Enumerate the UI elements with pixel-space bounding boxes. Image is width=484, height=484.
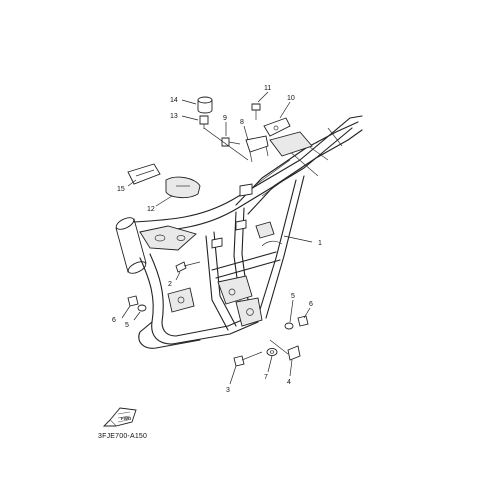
part-14-cap [197,96,213,114]
diagram-code: 3FJE700-A150 [98,433,148,440]
callout-1: 1 [318,240,322,247]
part-11-bolt [251,103,261,120]
callout-13: 13 [170,113,178,120]
part-15-cover [127,163,161,185]
callout-6-right: 6 [309,301,313,308]
callout-2: 2 [168,281,172,288]
leader-lines [121,91,313,385]
part-5-washer-right [284,322,294,330]
part-8-bracket [245,135,269,163]
callout-15: 15 [117,186,125,193]
part-6-nut-right [297,315,309,327]
callout-labels: 1 2 3 4 5 5 6 6 7 8 9 10 11 12 13 14 15 [112,85,322,394]
callout-5-left: 5 [125,322,129,329]
part-6-nut-left [127,295,139,307]
callout-7: 7 [264,374,268,381]
callout-8: 8 [240,119,244,126]
fwd-label: FWD [121,416,132,421]
part-5-washer-left [137,304,147,312]
part-3-bolt [233,351,263,367]
callout-4: 4 [287,379,291,386]
callout-6-left: 6 [112,317,116,324]
part-4-bolt [269,339,301,361]
callout-11: 11 [264,85,271,92]
fwd-arrow-icon: FWD [102,407,137,427]
part-13-screw [199,115,209,129]
part-12-pad [165,176,201,199]
frame-assembly [115,115,363,349]
callout-10: 10 [287,95,295,102]
steering-head [115,217,147,274]
part-2-bolt [175,261,201,273]
callout-9: 9 [223,115,227,122]
callout-5-right: 5 [291,293,295,300]
part-9-bolt [221,137,241,147]
part-7-washer [266,347,278,357]
callout-3: 3 [226,387,230,394]
part-10-clamp [263,117,291,137]
callout-14: 14 [170,97,178,104]
callout-12: 12 [147,206,155,213]
